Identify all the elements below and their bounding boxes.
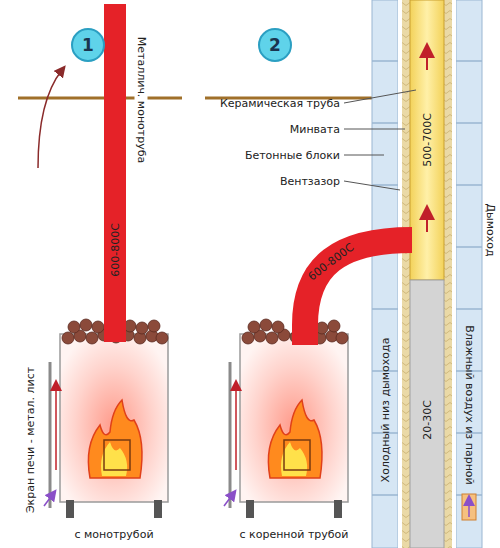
label-text: 600-800С — [109, 223, 122, 277]
label-text: Холодный низ дымохода — [379, 338, 392, 483]
label-text: Дымоход — [484, 203, 497, 256]
label-text: Вентзазор — [280, 175, 340, 188]
label-text: Металлич. монотруба — [135, 35, 148, 165]
label-text: с коренной трубой — [240, 528, 349, 541]
label-text: 20-30С — [421, 400, 434, 440]
label-text: Экран печи - метал. лист — [24, 367, 37, 513]
label-text: Керамическая труба — [220, 97, 340, 110]
callout-circle: 1 — [71, 28, 105, 62]
label-text: Бетонные блоки — [245, 149, 340, 162]
callout-circle: 2 — [258, 28, 292, 62]
label-text: Влажный воздух из парной — [463, 325, 476, 484]
label-text: 500-700С — [421, 113, 434, 167]
callout-number: 1 — [82, 35, 94, 55]
label-text: Минвата — [290, 123, 340, 136]
callout-number: 2 — [269, 35, 281, 55]
label-text: с монотрубой — [74, 528, 153, 541]
